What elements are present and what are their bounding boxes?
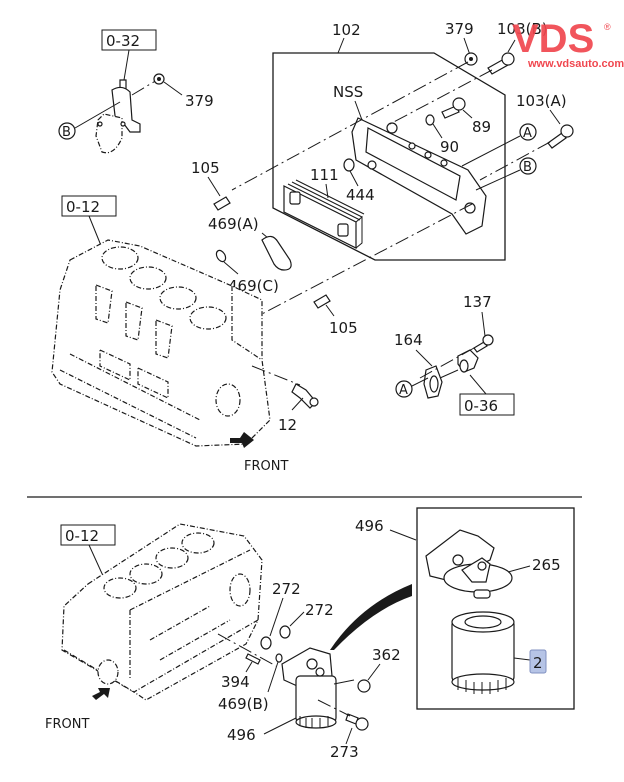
bolt-137 <box>473 334 494 353</box>
stud-394 <box>245 653 261 665</box>
label-90: 90 <box>440 138 459 156</box>
bolt-89 <box>441 97 466 119</box>
assembly-frame-102 <box>272 52 506 261</box>
front-arrow-icon <box>92 688 110 700</box>
ref-box-label: 0-12 <box>66 198 100 216</box>
label-137: 137 <box>463 293 492 311</box>
svg-text:B: B <box>523 160 532 175</box>
svg-text:VDS: VDS <box>512 17 594 61</box>
svg-text:B: B <box>62 125 71 140</box>
registered-mark: ® <box>604 22 611 32</box>
label-272-a: 272 <box>272 580 301 598</box>
label-272-b: 272 <box>305 601 334 619</box>
highlighted-part-2[interactable]: 2 <box>529 649 547 674</box>
logo-url: www.vdsauto.com <box>527 58 624 70</box>
callout-b[interactable]: B <box>58 122 76 140</box>
ref-box-label: 0-32 <box>106 32 140 50</box>
svg-text:2: 2 <box>533 654 543 672</box>
label-444: 444 <box>346 186 375 204</box>
label-103b: 103(B) <box>497 20 548 38</box>
label-362: 362 <box>372 646 401 664</box>
svg-text:A: A <box>399 383 408 398</box>
ref-box-0-12-bottom[interactable]: 0-12 <box>60 524 116 546</box>
o-ring-469a <box>261 235 292 271</box>
ref-box-label: 0-12 <box>65 527 99 545</box>
label-front-bottom: FRONT <box>45 717 89 732</box>
filter-head <box>425 529 513 599</box>
label-103a: 103(A) <box>516 92 567 110</box>
thermostat-housing <box>95 79 141 154</box>
label-379: 379 <box>185 92 214 110</box>
o-ring-272-a <box>260 636 272 650</box>
gasket-164 <box>423 365 443 399</box>
label-105-upper: 105 <box>191 159 220 177</box>
detail-frame-496 <box>416 507 575 710</box>
ref-box-0-36[interactable]: 0-36 <box>459 393 515 416</box>
bolt-103a <box>547 124 574 149</box>
bolt-273 <box>345 713 369 731</box>
label-89: 89 <box>472 118 491 136</box>
o-ring-469b <box>275 653 283 663</box>
label-164: 164 <box>394 331 423 349</box>
oil-filter-assembly <box>281 647 337 729</box>
washer-90 <box>425 114 435 126</box>
sensor-12 <box>291 383 319 409</box>
callout-a-bottom[interactable]: A <box>395 380 413 398</box>
oil-cooler-element-111 <box>283 179 365 249</box>
enlargement-arrow-icon <box>330 584 412 650</box>
oil-cooler-cover <box>351 117 487 235</box>
svg-text:A: A <box>523 126 532 141</box>
nut-379-left <box>153 73 165 85</box>
label-front-top: FRONT <box>244 459 288 474</box>
cylinder-block-top <box>51 239 271 447</box>
pipe-flange <box>457 349 479 373</box>
label-273: 273 <box>330 743 359 761</box>
label-496-b: 496 <box>227 726 256 744</box>
ref-box-label: 0-36 <box>464 397 498 415</box>
label-nss: NSS <box>333 83 363 101</box>
stud-105-lower <box>313 294 331 309</box>
cylinder-block-bottom <box>61 523 263 701</box>
label-12: 12 <box>278 416 297 434</box>
ref-box-0-12-top[interactable]: 0-12 <box>61 195 117 217</box>
oil-filter-cartridge[interactable] <box>451 611 515 694</box>
label-102: 102 <box>332 21 361 39</box>
callout-b-right[interactable]: B <box>519 157 537 175</box>
vds-logo[interactable]: VDS ® www.vdsauto.com <box>512 17 624 70</box>
front-arrow-icon <box>230 432 254 448</box>
label-379-top: 379 <box>445 20 474 38</box>
o-ring-272-b <box>279 625 291 639</box>
nut-362 <box>357 679 371 693</box>
stud-105-upper <box>213 196 231 211</box>
o-ring-444 <box>343 158 355 172</box>
label-469b: 469(B) <box>218 695 269 713</box>
label-394: 394 <box>221 673 250 691</box>
callout-a-right[interactable]: A <box>519 123 537 141</box>
o-ring-469c <box>215 249 227 263</box>
label-105-lower: 105 <box>329 319 358 337</box>
label-469a: 469(A) <box>208 215 259 233</box>
bolt-103b <box>487 52 515 75</box>
label-111: 111 <box>310 166 339 184</box>
label-265: 265 <box>532 556 561 574</box>
ref-box-0-32[interactable]: 0-32 <box>101 29 157 51</box>
label-496-a: 496 <box>355 517 384 535</box>
